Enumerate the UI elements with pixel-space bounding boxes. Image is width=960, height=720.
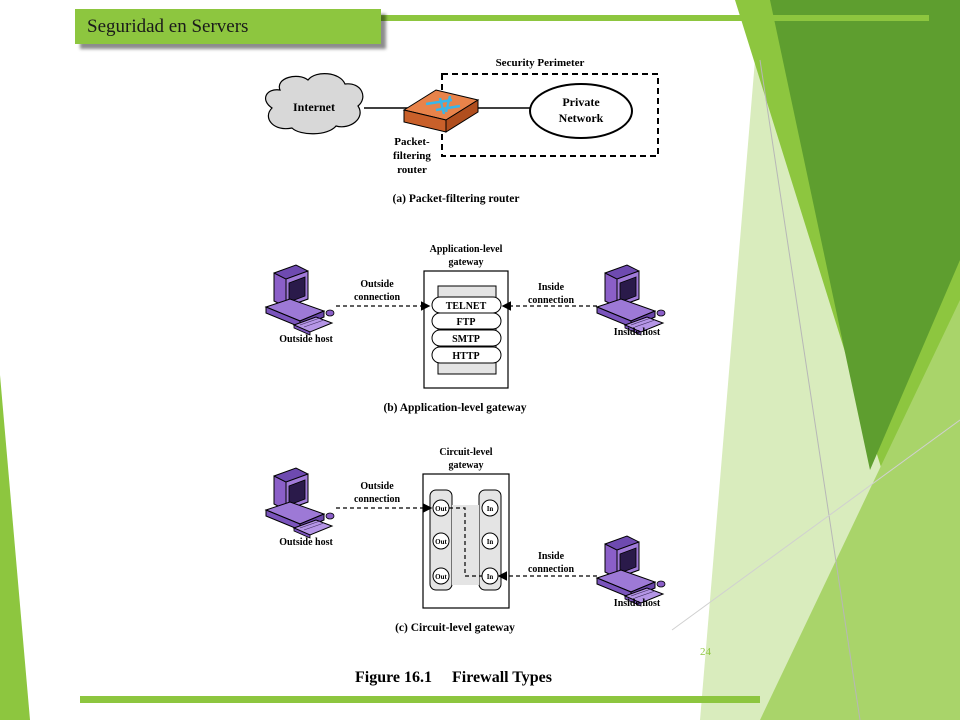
router-label-2: filtering: [393, 150, 431, 162]
inside-conn-label-b2: connection: [528, 295, 575, 306]
router-label-1: Packet-: [394, 136, 430, 148]
protocol-smtp: SMTP: [431, 329, 502, 347]
circuit-relay-path: [449, 507, 482, 577]
outside-host-label-b: Outside host: [279, 334, 333, 345]
caption-c: (c) Circuit-level gateway: [395, 622, 515, 634]
private-network-ellipse: [529, 83, 633, 139]
internet-label: Internet: [293, 100, 335, 114]
slide-title: Seguridad en Servers: [87, 15, 249, 37]
right-accent-lower: [760, 300, 960, 720]
outside-conn-label-c2: connection: [354, 494, 401, 505]
panel-a-packet-filtering: Security Perimeter Internet Private Netw…: [264, 57, 659, 205]
figure-number: Figure 16.1: [355, 669, 432, 686]
outside-host-icon-b: [265, 264, 335, 336]
out-port-1-label: Out: [435, 505, 447, 513]
caption-b: (b) Application-level gateway: [383, 402, 526, 414]
page-number: 24: [700, 646, 711, 658]
outside-conn-label-c1: Outside: [360, 481, 394, 492]
protocol-http-label: HTTP: [452, 351, 479, 362]
top-rule: [381, 15, 929, 21]
right-accent-dark: [770, 0, 960, 470]
out-port-2-label: Out: [435, 538, 447, 546]
slide-title-box: Seguridad en Servers: [75, 9, 381, 44]
out-port-1: Out: [432, 499, 450, 517]
security-perimeter-label: Security Perimeter: [496, 57, 585, 69]
circuit-gateway-label-2: gateway: [449, 460, 484, 471]
outside-conn-label-b2: connection: [354, 292, 401, 303]
inside-host-icon-c: [596, 535, 666, 607]
outside-host-label-c: Outside host: [279, 537, 333, 548]
private-network-label-1: Private: [562, 95, 600, 109]
bottom-rule: [80, 696, 760, 703]
in-port-3: In: [481, 567, 499, 585]
app-gateway-label-1: Application-level: [430, 244, 503, 255]
circuit-gateway-label-1: Circuit-level: [439, 447, 492, 458]
right-thin-line-2: [671, 419, 960, 631]
inside-conn-label-c2: connection: [528, 564, 575, 575]
left-accent-shape: [0, 375, 30, 720]
protocol-smtp-label: SMTP: [452, 334, 480, 345]
outside-host-icon-c: [265, 467, 335, 539]
in-port-2-label: In: [487, 538, 494, 546]
out-port-3: Out: [432, 567, 450, 585]
figure-title: Firewall Types: [452, 669, 552, 686]
protocol-http: HTTP: [431, 346, 502, 364]
internet-cloud: Internet: [264, 73, 364, 135]
inside-host-label-c: Inside host: [614, 598, 661, 609]
inside-conn-label-b1: Inside: [538, 282, 565, 293]
outside-conn-label-b1: Outside: [360, 279, 394, 290]
protocol-telnet: TELNET: [431, 296, 502, 314]
in-port-1: In: [481, 499, 499, 517]
router-icon: [402, 89, 480, 133]
caption-a: (a) Packet-filtering router: [393, 193, 520, 205]
out-port-3-label: Out: [435, 573, 447, 581]
panel-c-circuit-gateway: Circuit-level gateway Out Out Out In In …: [265, 447, 666, 634]
in-port-1-label: In: [487, 505, 494, 513]
protocol-telnet-label: TELNET: [446, 301, 487, 312]
out-port-2: Out: [432, 532, 450, 550]
protocol-ftp: FTP: [431, 312, 502, 330]
inside-host-label-b: Inside host: [614, 327, 661, 338]
inside-conn-label-c1: Inside: [538, 551, 565, 562]
private-network-label-2: Network: [559, 111, 604, 125]
app-gateway-label-2: gateway: [449, 257, 484, 268]
right-thin-line: [759, 59, 861, 720]
in-port-2: In: [481, 532, 499, 550]
panel-b-application-gateway: Application-level gateway TELNET FTP SMT…: [265, 244, 666, 414]
protocol-ftp-label: FTP: [457, 317, 476, 328]
inside-host-icon-b: [596, 264, 666, 336]
router-label-3: router: [397, 164, 427, 176]
in-port-3-label: In: [487, 573, 494, 581]
